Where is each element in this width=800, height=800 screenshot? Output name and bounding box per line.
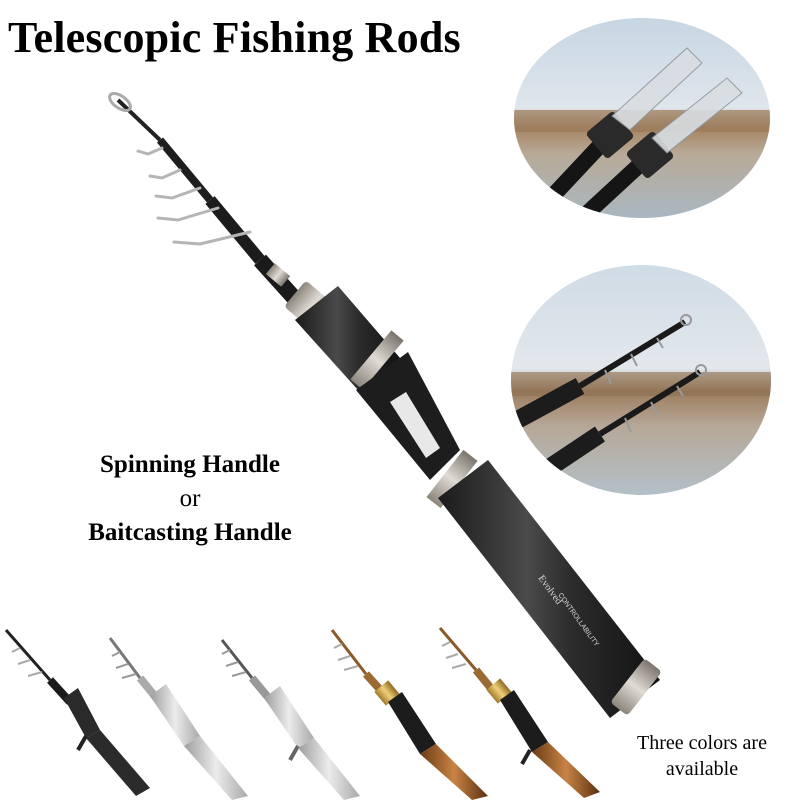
or-connector: or: [179, 485, 201, 512]
handle-options: Spinning Handle or Baitcasting Handle: [40, 448, 340, 550]
page-title: Telescopic Fishing Rods: [8, 13, 461, 62]
main-rod-image: Evolved CONTROLLABILITY: [100, 90, 680, 720]
rod-variant-silver-spinning: [108, 637, 248, 800]
rod-variant-black: [4, 629, 150, 796]
rod-variant-silver-baitcasting: [220, 639, 360, 800]
rod-variant-wood-baitcasting: [438, 627, 600, 798]
rod-variant-wood-spinning: [330, 629, 488, 800]
baitcasting-handle-label: Baitcasting Handle: [88, 519, 292, 546]
photo-tip-caps: [512, 18, 772, 218]
color-variants-row: [0, 620, 620, 800]
colors-note-line-1: Three colors are: [637, 732, 767, 754]
colors-note-line-2: available: [665, 758, 739, 780]
spinning-handle-label: Spinning Handle: [100, 451, 280, 478]
colors-available-note: Three colors are available: [612, 730, 792, 782]
photo-extended-tips: [510, 264, 772, 496]
